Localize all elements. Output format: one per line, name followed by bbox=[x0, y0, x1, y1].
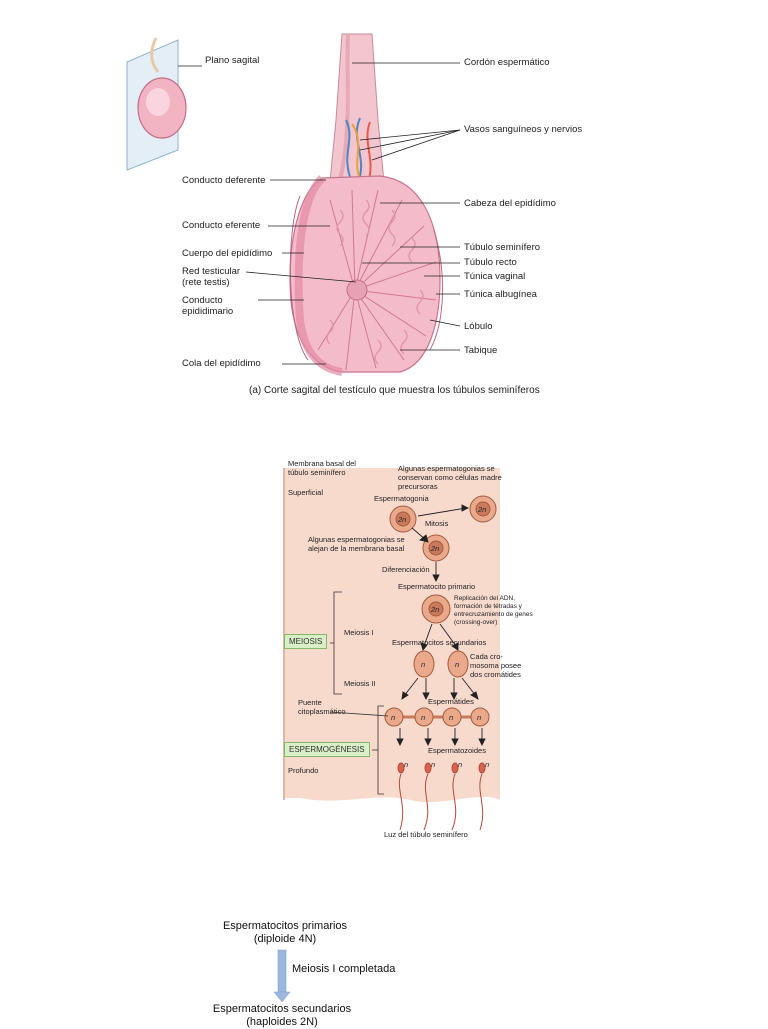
badge-meiosis: MEIOSIS bbox=[284, 634, 328, 649]
label-tubulo-recto: Túbulo recto bbox=[464, 257, 517, 268]
ploidy-n: n bbox=[449, 713, 454, 722]
sagittal-plane-inset bbox=[126, 37, 187, 171]
label-conducto-epididimario: Conducto epididimario bbox=[182, 295, 234, 317]
spermatozoa bbox=[397, 762, 486, 831]
testis-body bbox=[289, 175, 443, 376]
label-red-testicular: Red testicular (rete testis) bbox=[182, 266, 241, 288]
spermatids bbox=[384, 707, 490, 727]
label-espermatocito-primario: Espermatocito primario bbox=[398, 582, 476, 591]
flow-bottom-title: Espermatocitos secundarios bbox=[212, 1003, 352, 1015]
label-mitosis: Mitosis bbox=[425, 519, 449, 528]
label-puente: Puente citoplasmático bbox=[298, 698, 346, 716]
flow-top-title: Espermatocitos primarios bbox=[222, 920, 348, 932]
ploidy-2n: 2n bbox=[398, 515, 407, 524]
process-arrows bbox=[396, 504, 486, 747]
ploidy-n: n bbox=[421, 660, 426, 669]
ploidy-n: n bbox=[404, 760, 409, 769]
ploidy-n: n bbox=[421, 713, 426, 722]
ploidy-n: n bbox=[455, 660, 460, 669]
figure-a-caption: (a) Corte sagital del testículo que mues… bbox=[249, 385, 540, 396]
ploidy-2n: 2n bbox=[431, 605, 440, 614]
label-membrana-basal: Membrana basal del túbulo seminífero bbox=[288, 459, 356, 477]
label-espermatocitos-secundarios: Espermatocitos secundarios bbox=[392, 638, 487, 647]
label-replicacion: Replicación del ADN, formación de tétrad… bbox=[454, 595, 533, 626]
ploidy-n: n bbox=[458, 760, 463, 769]
label-algunas-conservan: Algunas espermatogonias se conservan com… bbox=[398, 464, 502, 491]
ploidy-n: n bbox=[485, 760, 490, 769]
label-diferenciacion: Diferenciación bbox=[382, 565, 430, 574]
leader-lines bbox=[178, 62, 461, 365]
flow-step: Meiosis I completada bbox=[292, 963, 396, 975]
meiosis-flow-arrow bbox=[273, 949, 291, 1003]
badge-espermogenesis: ESPERMOGÉNESIS bbox=[284, 742, 370, 757]
label-cola-epididimo: Cola del epidídimo bbox=[182, 358, 261, 369]
flow-bottom-sub: (haploides 2N) bbox=[246, 1016, 318, 1028]
label-tubulo-seminifero: Túbulo seminífero bbox=[464, 242, 541, 253]
flow-bottom: Espermatocitos secundarios (haploides 2N… bbox=[192, 1003, 372, 1029]
flow-top-sub: (diploide 4N) bbox=[253, 933, 317, 945]
label-luz-tubulo: Luz del túbulo seminífero bbox=[384, 830, 468, 839]
label-cada-cromosoma: Cada cro- mosoma posee dos cromátides bbox=[470, 652, 522, 679]
stage-brackets bbox=[329, 591, 389, 795]
label-tunica-albuginea: Túnica albugínea bbox=[464, 289, 537, 300]
label-espermatogonia: Espermatogonia bbox=[374, 494, 429, 503]
flow-top: Espermatocitos primarios (diploide 4N) bbox=[200, 920, 370, 946]
ploidy-2n: 2n bbox=[478, 505, 487, 514]
label-lobulo: Lóbulo bbox=[464, 321, 493, 332]
label-superficial: Superficial bbox=[288, 488, 324, 497]
ploidy-2n: 2n bbox=[431, 544, 440, 553]
label-cuerpo-epididimo: Cuerpo del epidídimo bbox=[182, 248, 273, 259]
label-espermatides: Espermátides bbox=[428, 697, 474, 706]
label-conducto-eferente: Conducto eferente bbox=[182, 220, 261, 231]
label-algunas-alejan: Algunas espermatogonias se alejan de la … bbox=[308, 535, 405, 553]
label-tabique: Tabique bbox=[464, 345, 498, 356]
ploidy-n: n bbox=[391, 713, 396, 722]
label-cabeza-epididimo: Cabeza del epidídimo bbox=[464, 198, 556, 209]
label-meiosis-i: Meiosis I bbox=[344, 628, 374, 637]
ploidy-n: n bbox=[431, 760, 436, 769]
label-vasos: Vasos sanguíneos y nervios bbox=[464, 124, 583, 135]
label-espermatozoides: Espermatozoides bbox=[428, 746, 486, 755]
label-cordon-espermatico: Cordón espermático bbox=[464, 57, 550, 68]
label-meiosis-ii: Meiosis II bbox=[344, 679, 376, 688]
label-plano-sagital: Plano sagital bbox=[205, 55, 260, 66]
spermatogonia bbox=[389, 495, 497, 678]
ploidy-n: n bbox=[477, 713, 482, 722]
label-profundo: Profundo bbox=[288, 766, 319, 775]
label-tunica-vaginal: Túnica vaginal bbox=[464, 271, 526, 282]
label-conducto-deferente: Conducto deferente bbox=[182, 175, 266, 186]
